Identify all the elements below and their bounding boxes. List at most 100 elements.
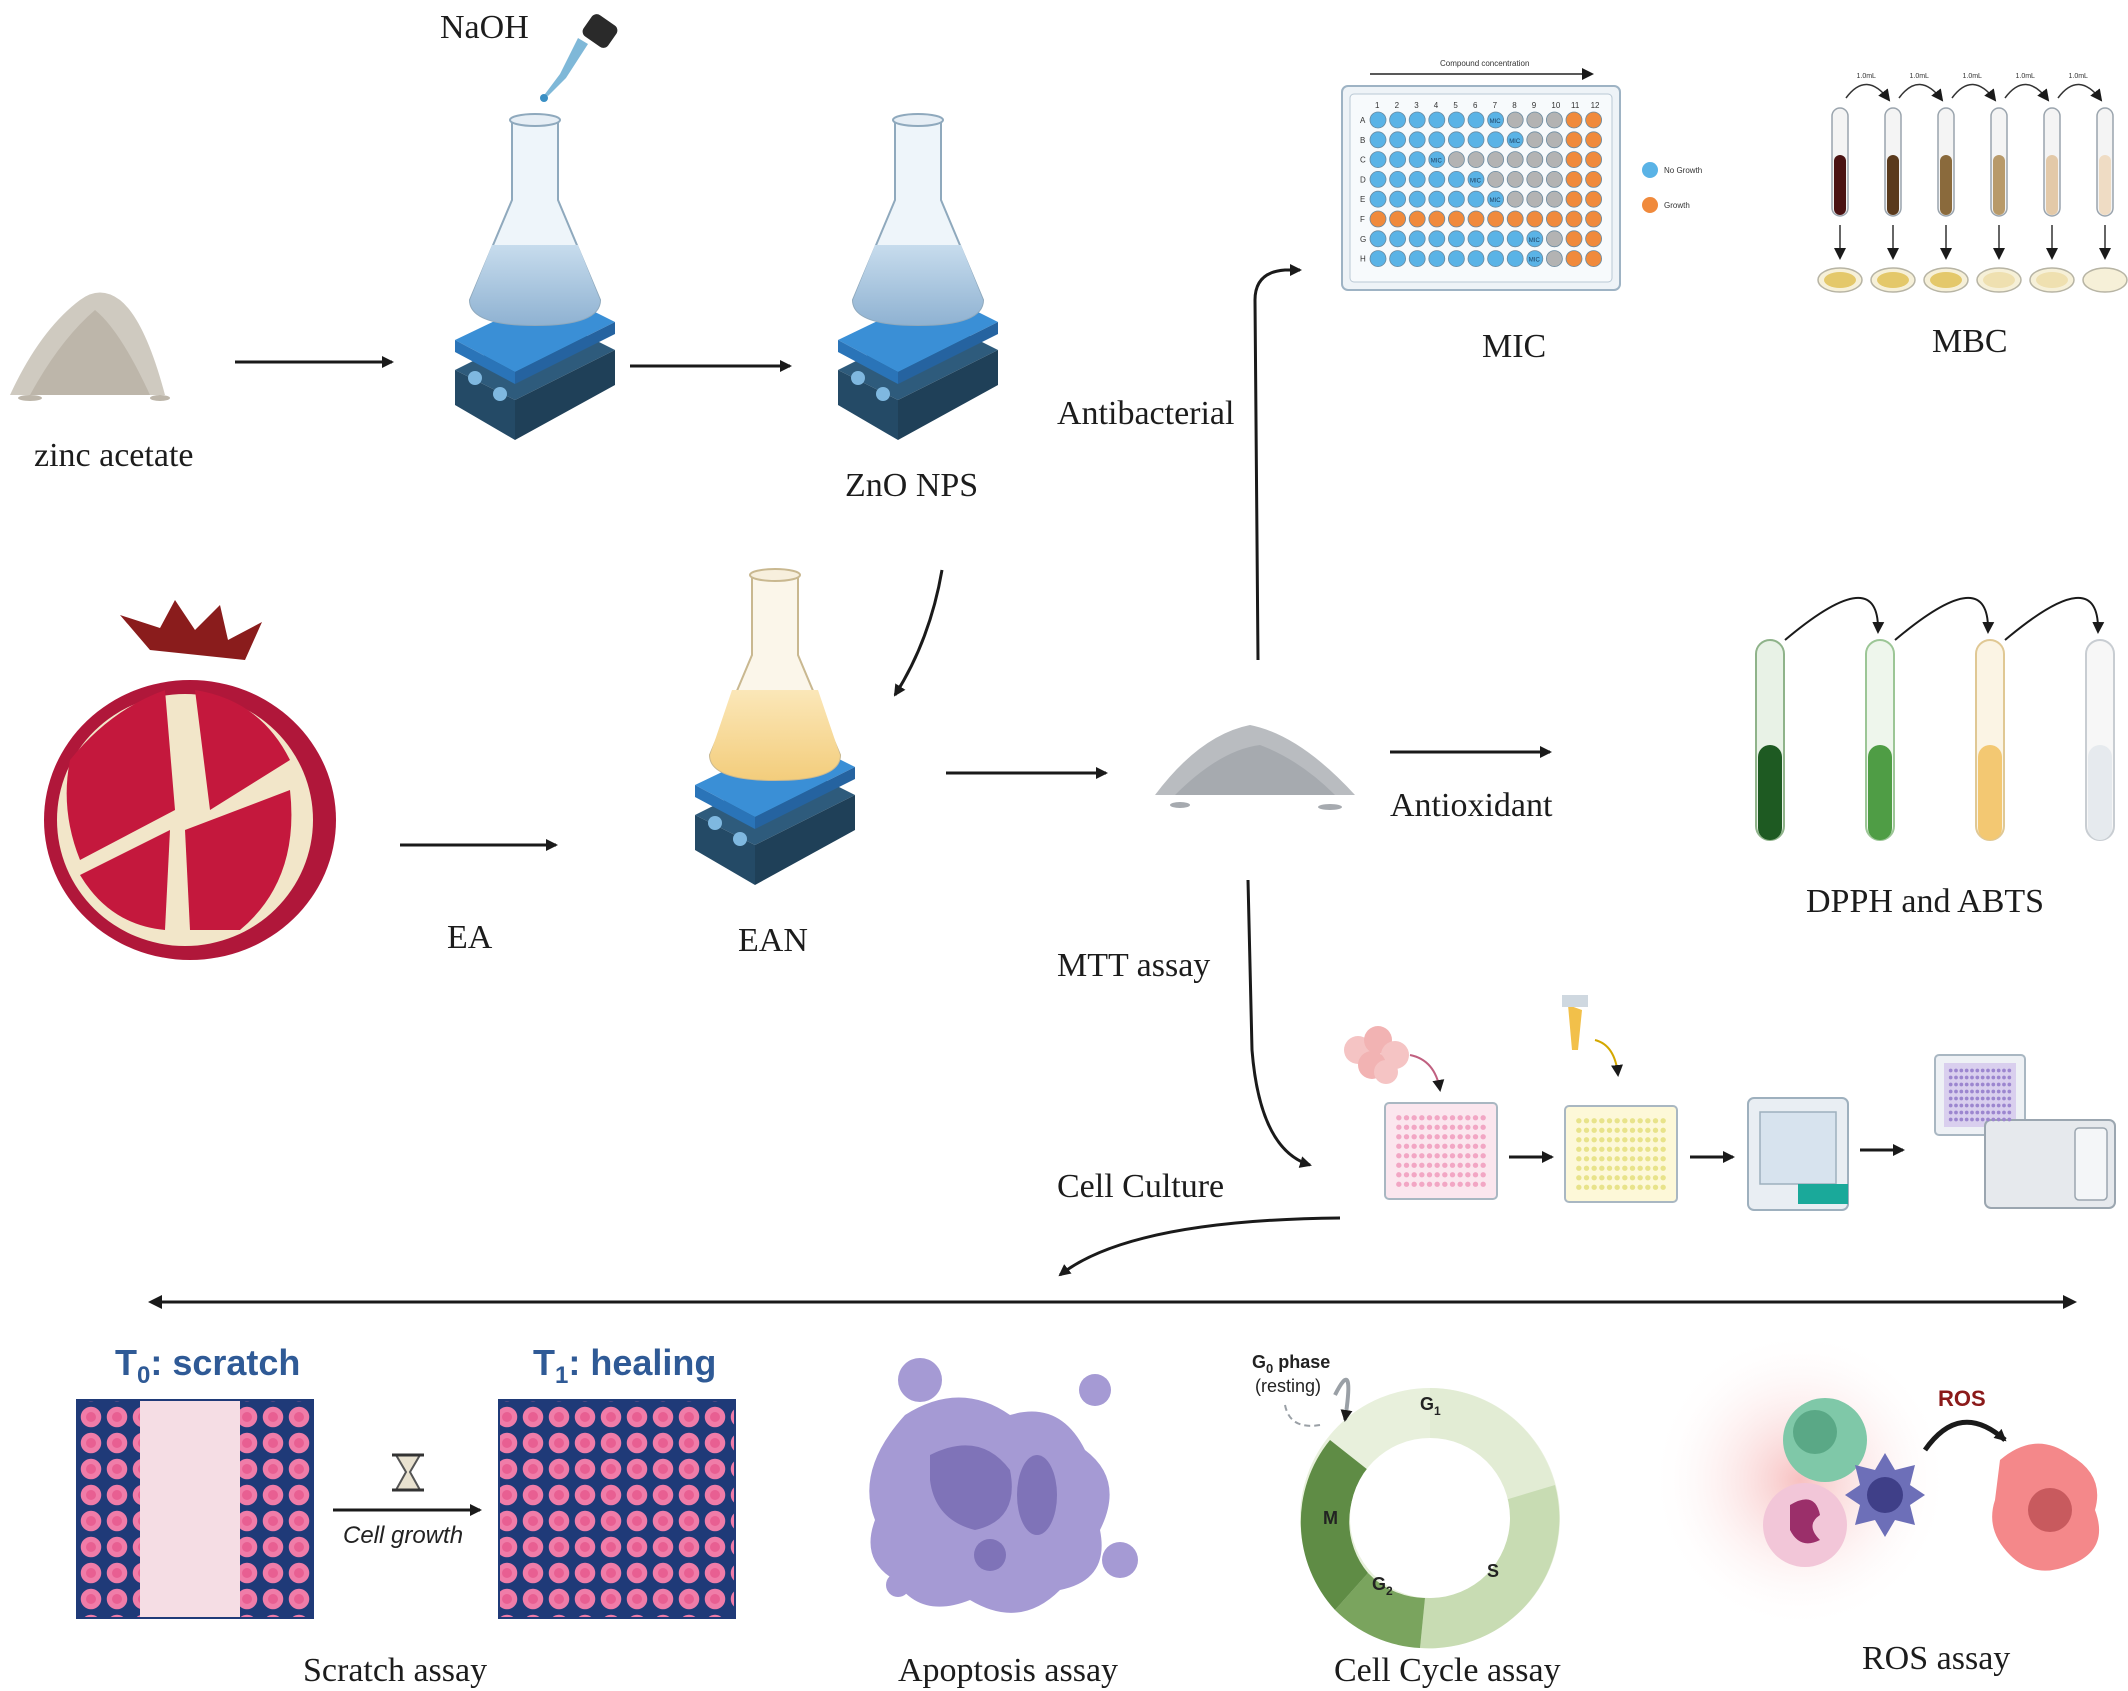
mbc-volume-label: 1.0mL	[1857, 73, 1877, 80]
plate-well	[1389, 190, 1406, 208]
mtt-well	[1959, 1110, 1964, 1115]
mtt-well	[1637, 1156, 1643, 1162]
mtt-well	[1645, 1118, 1651, 1124]
mtt-well	[1970, 1068, 1974, 1073]
cell-cycle-assay-label: Cell Cycle assay	[1334, 1652, 1561, 1689]
mtt-well	[1964, 1068, 1969, 1073]
plate-well	[1467, 111, 1485, 129]
mtt-well	[1954, 1075, 1958, 1080]
mtt-well	[1591, 1146, 1597, 1152]
plate-column-label: 10	[1551, 101, 1560, 110]
mtt-well	[1991, 1068, 1996, 1073]
mtt-well	[1970, 1075, 1974, 1080]
mtt-well	[1591, 1137, 1597, 1143]
mtt-well	[1599, 1156, 1605, 1162]
mtt-well	[1954, 1103, 1958, 1108]
mtt-well	[1964, 1089, 1969, 1094]
mtt-well	[1964, 1110, 1969, 1115]
mtt-well	[1996, 1117, 2001, 1122]
mtt-well	[1606, 1127, 1613, 1133]
mtt-well	[1959, 1096, 1964, 1101]
mtt-well	[1614, 1137, 1620, 1143]
mtt-well	[1449, 1115, 1456, 1121]
plate-well	[1428, 250, 1446, 268]
mtt-well	[1986, 1089, 1990, 1094]
mtt-plate-wells	[1396, 1115, 1486, 1187]
mbc-tube-liquid	[1940, 155, 1952, 215]
mtt-well	[1442, 1143, 1448, 1149]
mtt-well	[1465, 1162, 1471, 1168]
plate-well	[1408, 170, 1426, 188]
plate-well	[1448, 151, 1465, 169]
mtt-well	[1472, 1124, 1479, 1130]
mtt-well	[1637, 1127, 1643, 1133]
mtt-well	[1959, 1068, 1964, 1073]
mtt-well	[1426, 1115, 1433, 1121]
plate-well	[1389, 151, 1406, 169]
mtt-well	[1465, 1153, 1471, 1159]
plate-well	[1448, 131, 1465, 149]
plate-well	[1526, 131, 1544, 149]
mtt-well	[1480, 1124, 1486, 1130]
mtt-well	[1629, 1184, 1636, 1190]
mtt-well	[1449, 1153, 1456, 1159]
mtt-well	[1948, 1096, 1953, 1101]
mtt-well	[1434, 1143, 1440, 1149]
mtt-well	[1480, 1115, 1486, 1121]
mtt-well	[1980, 1068, 1985, 1073]
mtt-well	[1449, 1181, 1456, 1187]
plate-well	[1506, 190, 1524, 208]
mtt-well	[1599, 1127, 1605, 1133]
mtt-well	[1434, 1124, 1440, 1130]
mtt-well	[1970, 1103, 1974, 1108]
m-label: M	[1323, 1508, 1338, 1528]
mtt-well	[1986, 1110, 1990, 1115]
flask-stirrer-3-icon	[695, 568, 855, 885]
mtt-well	[1622, 1146, 1628, 1152]
mtt-well	[1426, 1124, 1433, 1130]
mtt-well	[1948, 1075, 1953, 1080]
mtt-well	[1576, 1156, 1582, 1162]
antibacterial-label: Antibacterial	[1057, 395, 1234, 432]
plate-well	[1585, 250, 1602, 268]
incubator-icon	[1747, 1097, 1849, 1211]
t0-scratch-panel	[76, 1399, 314, 1619]
mtt-well	[1660, 1165, 1666, 1171]
mbc-volume-label: 1.0mL	[2069, 73, 2089, 80]
mtt-well	[1614, 1165, 1620, 1171]
mtt-well	[1599, 1184, 1605, 1190]
plate-well	[1448, 170, 1465, 188]
mtt-well	[1583, 1165, 1590, 1171]
mtt-well	[1996, 1089, 2001, 1094]
mtt-well	[1991, 1096, 1996, 1101]
mtt-well	[1645, 1156, 1651, 1162]
plate-well	[1448, 210, 1465, 228]
mtt-well	[2002, 1110, 2006, 1115]
mtt-well	[2007, 1096, 2012, 1101]
plate-well	[1389, 170, 1406, 188]
mtt-well	[1403, 1124, 1410, 1130]
mtt-well	[1396, 1153, 1402, 1159]
plate-well	[1369, 170, 1387, 188]
mtt-well	[1576, 1118, 1582, 1124]
growth-legend-label: Growth	[1664, 201, 1690, 210]
plate-well	[1565, 170, 1583, 188]
cell-growth-label: Cell growth	[343, 1522, 463, 1549]
mtt-well	[1434, 1153, 1440, 1159]
mtt-well	[1954, 1110, 1958, 1115]
mtt-well	[1449, 1124, 1456, 1130]
cell-seeding-plate	[1384, 1102, 1498, 1200]
mtt-well	[1606, 1156, 1613, 1162]
mtt-well	[2007, 1110, 2012, 1115]
mic-well-label: MIC	[1490, 198, 1502, 204]
mtt-well	[1434, 1172, 1440, 1178]
scratch-assay-label: Scratch assay	[303, 1652, 487, 1689]
mtt-well	[1986, 1117, 1990, 1122]
mtt-well	[1591, 1165, 1597, 1171]
mtt-well	[1622, 1165, 1628, 1171]
mic-well-label: MIC	[1470, 178, 1482, 184]
mtt-well	[1986, 1075, 1990, 1080]
mtt-well	[1465, 1124, 1471, 1130]
mtt-well	[1419, 1162, 1425, 1168]
mtt-well	[1622, 1175, 1628, 1181]
